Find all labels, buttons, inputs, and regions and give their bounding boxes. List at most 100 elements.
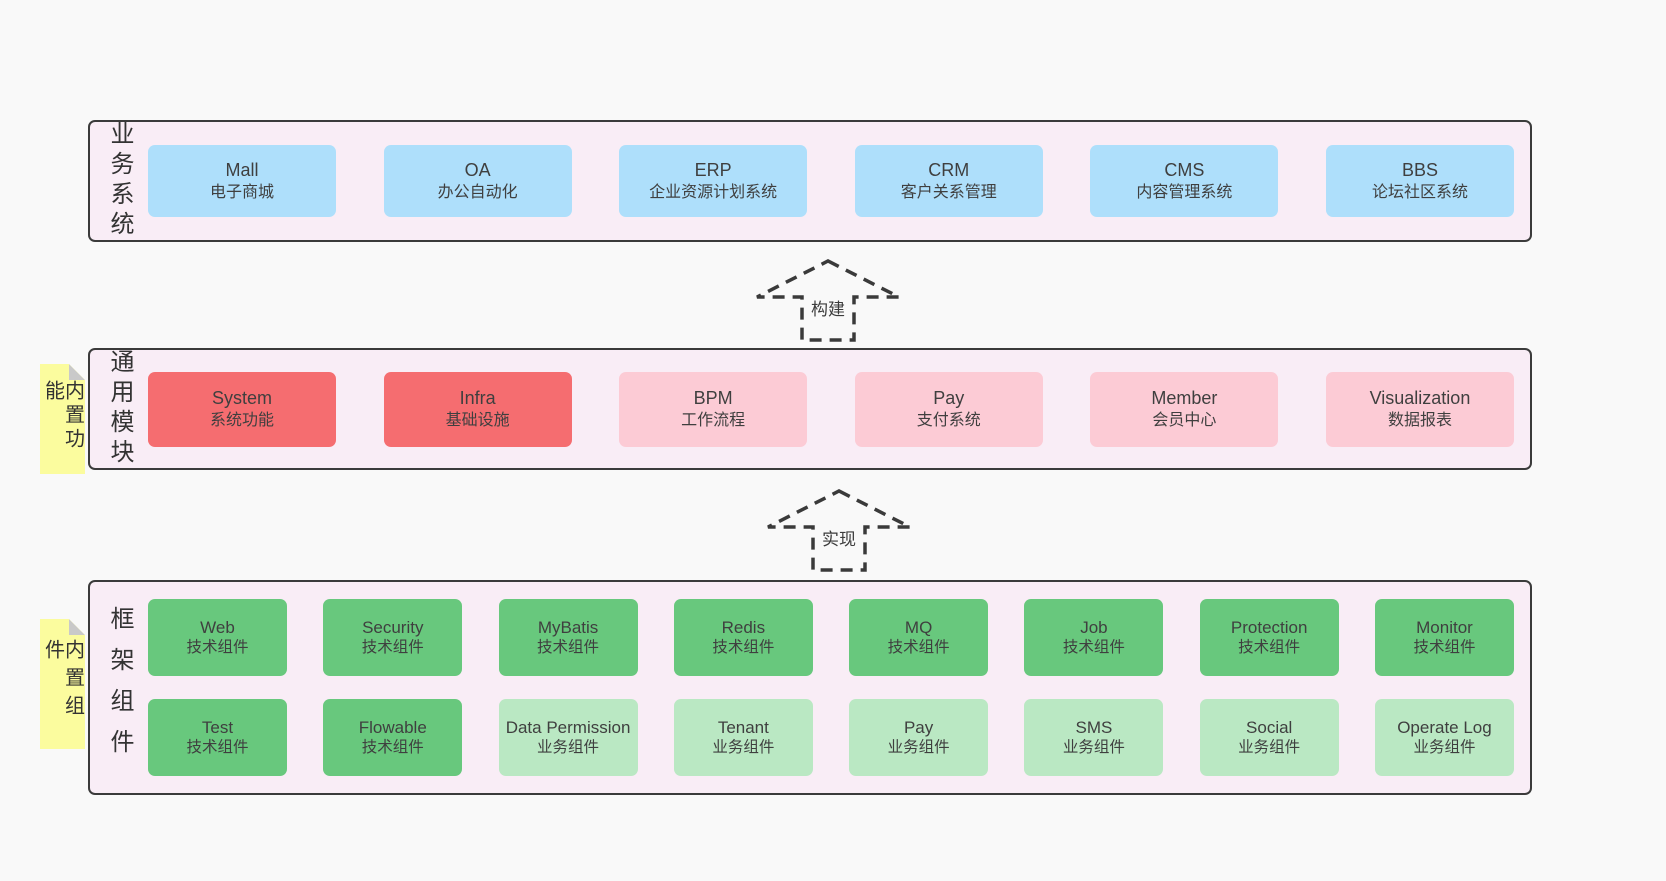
card-subtitle: 技术组件 — [1238, 639, 1301, 657]
card-subtitle: 支付系统 — [916, 411, 981, 429]
builtin-features-sticky: 内置功能 — [40, 364, 85, 474]
card-title: Mall — [225, 159, 259, 180]
card-title: Pay — [903, 717, 934, 737]
framework-components-panel: 框架组件 Web 技术组件 Security 技术组件 MyBatis 技术组件… — [88, 580, 1532, 795]
component-card-protection: Protection 技术组件 — [1199, 599, 1339, 676]
card-title: OA — [464, 159, 491, 180]
card-title: Flowable — [358, 717, 427, 737]
dashed-up-arrow-icon — [756, 259, 900, 342]
component-card-monitor: Monitor 技术组件 — [1374, 599, 1514, 676]
component-card-redis: Redis 技术组件 — [673, 599, 813, 676]
card-subtitle: 数据报表 — [1387, 411, 1452, 429]
build-arrow-label: 构建 — [808, 294, 848, 321]
component-card-mybatis: MyBatis 技术组件 — [498, 599, 638, 676]
system-card-erp: ERP 企业资源计划系统 — [619, 145, 808, 217]
card-subtitle: 技术组件 — [361, 739, 424, 757]
framework-components-label: 框架组件 — [106, 605, 133, 770]
card-subtitle: 工作流程 — [681, 411, 746, 429]
implement-arrow-label: 实现 — [819, 524, 859, 551]
business-systems-panel: 业务系统 Mall 电子商城 OA 办公自动化 ERP 企业资源计划系统 CRM… — [88, 120, 1532, 242]
module-card-infra: Infra 基础设施 — [383, 371, 572, 447]
card-subtitle: 技术组件 — [887, 639, 950, 657]
component-card-social: Social 业务组件 — [1199, 699, 1339, 776]
builtin-features-label: 内置功能 — [41, 380, 84, 452]
component-card-tenant: Tenant 业务组件 — [673, 699, 813, 776]
card-title: Redis — [721, 617, 766, 637]
card-title: Security — [362, 617, 424, 637]
common-modules-panel: 通用模块 System 系统功能 Infra 基础设施 BPM 工作流程 Pay… — [88, 348, 1532, 470]
card-subtitle: 企业资源计划系统 — [649, 183, 778, 201]
card-title: CRM — [928, 159, 970, 180]
system-card-cms: CMS 内容管理系统 — [1090, 145, 1279, 217]
card-title: MQ — [904, 617, 933, 637]
card-title: Tenant — [717, 717, 769, 737]
module-card-visualization: Visualization 数据报表 — [1325, 371, 1514, 447]
card-title: Test — [201, 717, 234, 737]
business-systems-label-wrap: 业务系统 — [90, 121, 148, 241]
builtin-components-label: 内置组件 — [41, 639, 84, 723]
card-subtitle: 业务组件 — [1062, 739, 1125, 757]
card-title: Infra — [459, 387, 496, 408]
common-modules-label-wrap: 通用模块 — [90, 349, 148, 469]
card-title: Protection — [1230, 617, 1308, 637]
component-card-test: Test 技术组件 — [148, 699, 287, 776]
card-subtitle: 技术组件 — [186, 739, 249, 757]
card-title: Pay — [933, 387, 965, 408]
card-subtitle: 技术组件 — [1062, 639, 1125, 657]
sticky-fold-corner-icon — [69, 619, 85, 635]
system-card-bbs: BBS 论坛社区系统 — [1325, 145, 1514, 217]
component-card-web: Web 技术组件 — [148, 599, 287, 676]
component-card-sms: SMS 业务组件 — [1024, 699, 1164, 776]
system-card-oa: OA 办公自动化 — [383, 145, 572, 217]
module-card-pay: Pay 支付系统 — [854, 371, 1043, 447]
business-systems-label: 业务系统 — [106, 121, 133, 241]
module-card-member: Member 会员中心 — [1090, 371, 1279, 447]
framework-row-1: Web 技术组件 Security 技术组件 MyBatis 技术组件 Redi… — [148, 599, 1514, 676]
card-subtitle: 业务组件 — [887, 739, 950, 757]
card-subtitle: 技术组件 — [537, 639, 600, 657]
card-title: Social — [1246, 717, 1293, 737]
card-title: Web — [200, 617, 235, 637]
component-card-data-permission: Data Permission 业务组件 — [498, 699, 638, 776]
component-card-job: Job 技术组件 — [1024, 599, 1164, 676]
card-title: System — [211, 387, 272, 408]
card-title: Member — [1151, 387, 1218, 408]
system-card-mall: Mall 电子商城 — [148, 145, 336, 217]
common-modules-cards: System 系统功能 Infra 基础设施 BPM 工作流程 Pay 支付系统… — [148, 371, 1514, 447]
framework-row-2: Test 技术组件 Flowable 技术组件 Data Permission … — [148, 699, 1514, 776]
card-title: Data Permission — [505, 717, 631, 737]
dashed-up-arrow-icon — [767, 489, 911, 572]
card-subtitle: 技术组件 — [361, 639, 424, 657]
card-subtitle: 系统功能 — [209, 411, 274, 429]
module-card-system: System 系统功能 — [148, 371, 336, 447]
card-subtitle: 技术组件 — [1413, 639, 1476, 657]
card-subtitle: 论坛社区系统 — [1371, 183, 1468, 201]
card-title: MyBatis — [537, 617, 599, 637]
framework-components-grid: Web 技术组件 Security 技术组件 MyBatis 技术组件 Redi… — [148, 599, 1514, 776]
sticky-fold-corner-icon — [69, 364, 85, 380]
card-title: Job — [1080, 617, 1108, 637]
card-subtitle: 业务组件 — [537, 739, 600, 757]
card-subtitle: 业务组件 — [1238, 739, 1301, 757]
card-title: Operate Log — [1397, 717, 1492, 737]
card-subtitle: 电子商城 — [209, 183, 274, 201]
card-title: SMS — [1075, 717, 1113, 737]
card-title: Monitor — [1416, 617, 1473, 637]
card-subtitle: 内容管理系统 — [1136, 183, 1233, 201]
card-subtitle: 业务组件 — [712, 739, 775, 757]
component-card-operate-log: Operate Log 业务组件 — [1374, 699, 1514, 776]
card-subtitle: 业务组件 — [1413, 739, 1476, 757]
component-card-flowable: Flowable 技术组件 — [323, 699, 463, 776]
component-card-mq: MQ 技术组件 — [849, 599, 989, 676]
business-systems-cards: Mall 电子商城 OA 办公自动化 ERP 企业资源计划系统 CRM 客户关系… — [148, 145, 1514, 217]
builtin-components-sticky: 内置组件 — [40, 619, 85, 749]
component-card-pay: Pay 业务组件 — [849, 699, 989, 776]
implement-arrow: 实现 — [764, 486, 914, 574]
card-subtitle: 技术组件 — [186, 639, 249, 657]
system-card-crm: CRM 客户关系管理 — [854, 145, 1043, 217]
card-subtitle: 办公自动化 — [437, 183, 518, 201]
card-title: BBS — [1401, 159, 1438, 180]
build-arrow: 构建 — [753, 256, 903, 344]
component-card-security: Security 技术组件 — [323, 599, 463, 676]
common-modules-label: 通用模块 — [106, 349, 133, 469]
